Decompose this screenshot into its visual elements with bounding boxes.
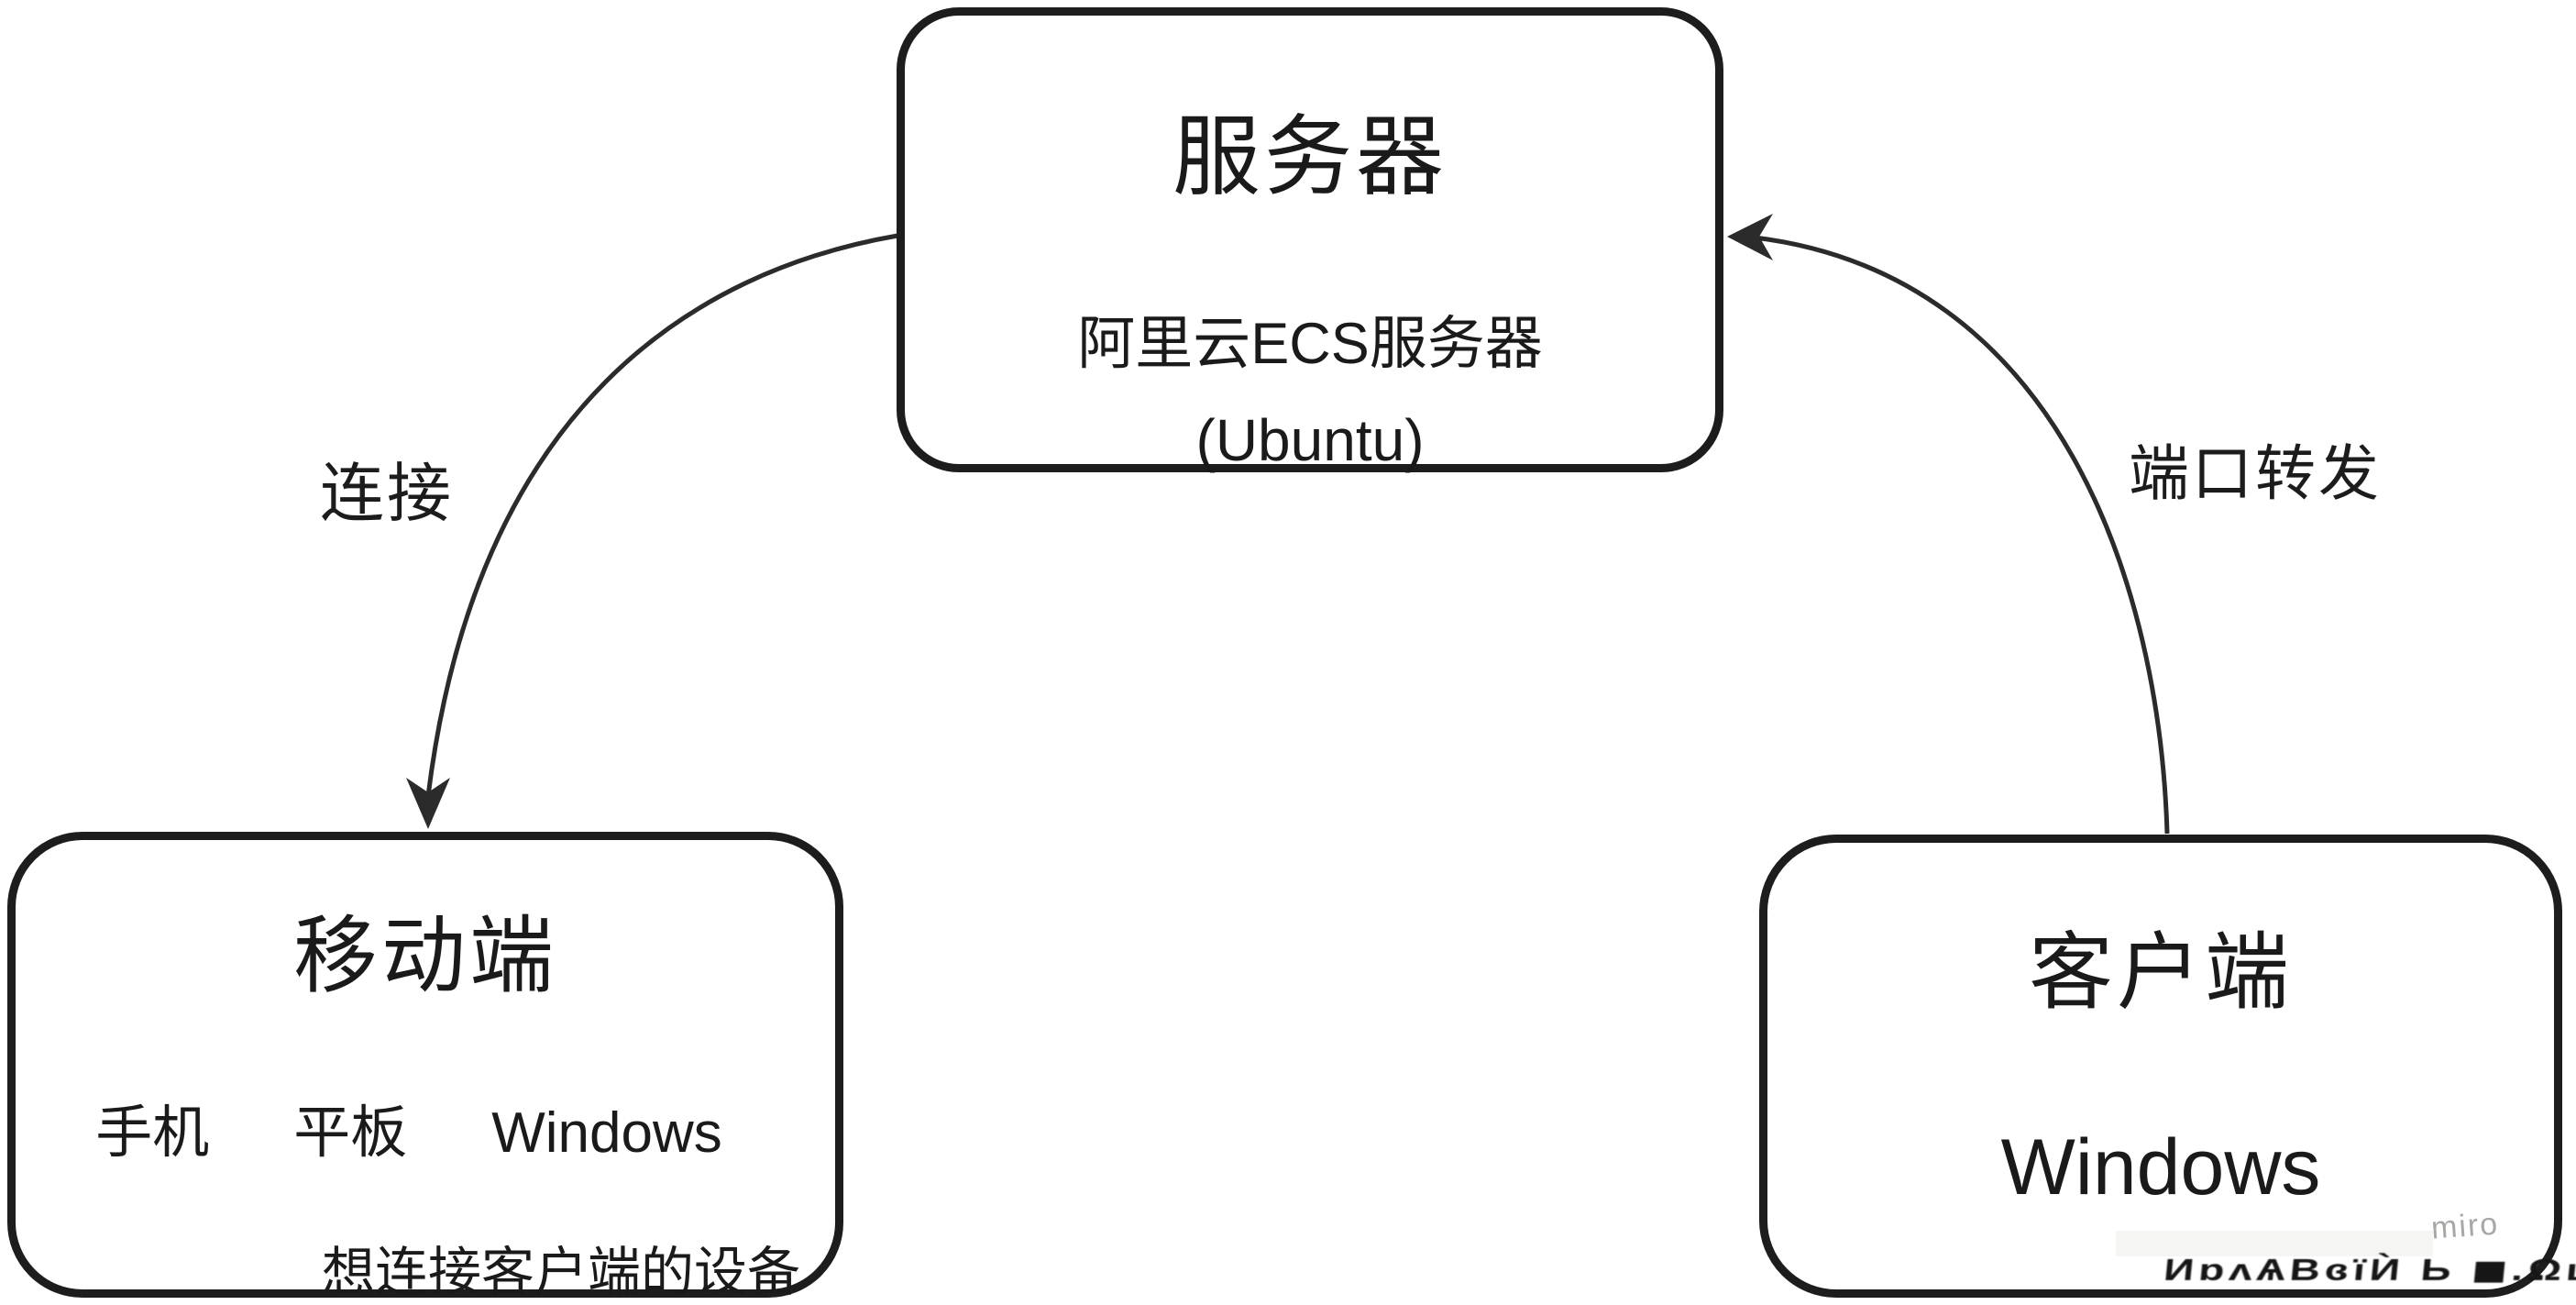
client-title: 客户端 (2028, 926, 2293, 1020)
arrowhead-down-icon (406, 778, 450, 829)
mobile-device-list: 手机 平板 Windows (0, 1105, 819, 1162)
mobile-device-windows: Windows (491, 1101, 722, 1165)
miro-watermark: miro (2429, 1206, 2501, 1246)
server-subtitle-line2: (Ubuntu) (1195, 407, 1425, 473)
node-server: 服务器 阿里云ECS服务器 (Ubuntu) (897, 7, 1723, 472)
mobile-note: 想连接客户端的设备 (321, 1243, 800, 1302)
arrowhead-left-icon (1727, 214, 1773, 260)
connect-arrow-curve (425, 233, 898, 797)
connect-edge (406, 233, 898, 829)
watermark-band (2116, 1231, 2433, 1256)
mobile-title: 移动端 (292, 910, 557, 1003)
port-forward-arrow-curve (1754, 235, 2170, 835)
client-subtitle: Windows (2000, 1123, 2321, 1211)
port-forward-edge-label: 端口转发 (2129, 439, 2382, 507)
server-title: 服务器 (1172, 108, 1448, 206)
watermark-scribble: ИɒʌѦBɞïЍ Ь ◼.Ωʟ (2162, 1252, 2576, 1288)
server-subtitle-line1: 阿里云ECS服务器 (1077, 312, 1543, 376)
connect-edge-label: 连接 (320, 458, 454, 529)
node-mobile: 移动端 手机 平板 Windows 想连接客户端的设备 (7, 832, 843, 1302)
mobile-device-phone: 手机 (95, 1101, 210, 1165)
port-forward-edge (1727, 214, 2170, 835)
mobile-device-tablet: 平板 (293, 1101, 408, 1165)
node-client: 客户端 Windows (1759, 835, 2562, 1298)
